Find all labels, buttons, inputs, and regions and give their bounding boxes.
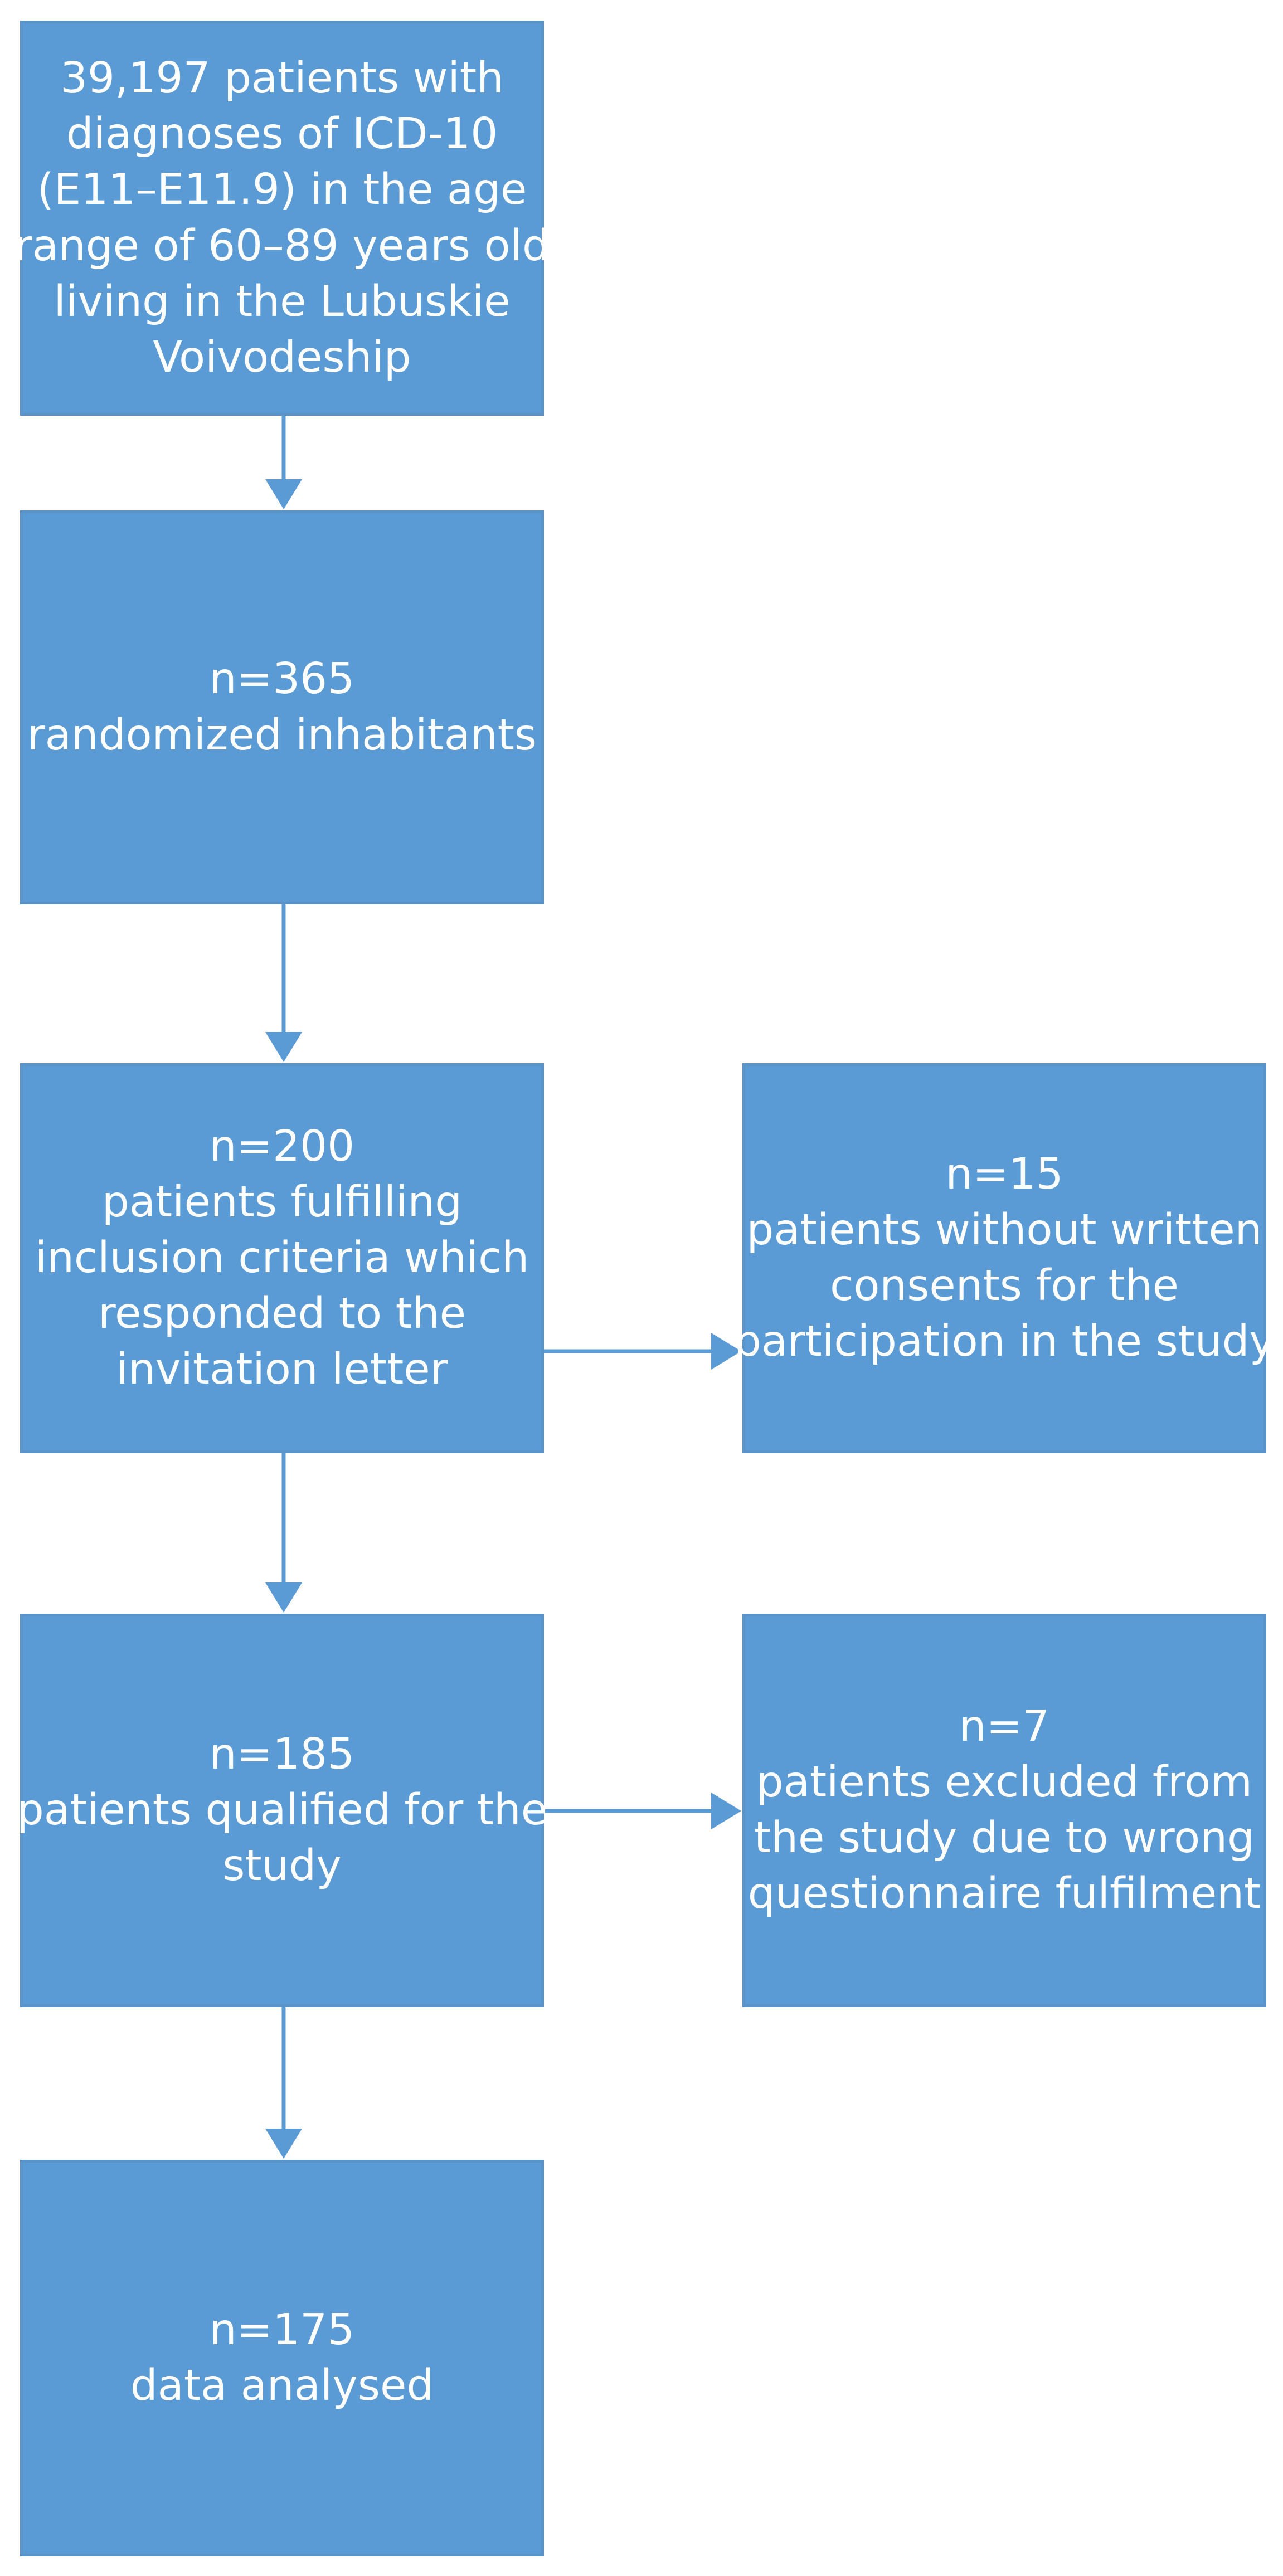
- responded-line-1: n=200: [209, 1121, 355, 1171]
- population-line-4: range of 60–89 years old: [14, 221, 550, 271]
- randomized-text: n=365 randomized inhabitants: [27, 651, 537, 763]
- box-no-consent: n=15 patients without written consents f…: [734, 1063, 1275, 1453]
- excluded-line-4: questionnaire fulfilment: [747, 1869, 1261, 1919]
- randomized-line-2: randomized inhabitants: [27, 710, 537, 760]
- qualified-line-3: study: [222, 1841, 342, 1891]
- qualified-text: n=185 patients qualified for the study: [17, 1727, 547, 1894]
- box-analysed: n=175 data analysed: [20, 2160, 544, 2556]
- qualified-line-2: patients qualified for the: [16, 1785, 548, 1835]
- responded-line-5: invitation letter: [116, 1345, 448, 1395]
- population-line-5: living in the Lubuskie: [54, 276, 511, 327]
- box-excluded: n=7 patients excluded from the study due…: [742, 1614, 1266, 2007]
- box-population: 39,197 patients with diagnoses of ICD-10…: [14, 21, 550, 416]
- excluded-text: n=7 patients excluded from the study due…: [748, 1699, 1261, 1922]
- arrowhead-qualified-to-analysed: [265, 2129, 302, 2159]
- box-responded: n=200 patients fulfilling inclusion crit…: [20, 1063, 544, 1453]
- box-randomized: n=365 randomized inhabitants: [20, 510, 544, 904]
- no-consent-line-4: participation in the study: [733, 1317, 1275, 1367]
- population-line-2: diagnoses of ICD-10: [66, 109, 498, 159]
- population-line-1: 39,197 patients with: [60, 53, 504, 104]
- population-line-3: (E11–E11.9) in the age: [37, 165, 527, 215]
- excluded-line-2: patients excluded from: [756, 1757, 1253, 1807]
- analysed-line-2: data analysed: [130, 2361, 434, 2411]
- arrowhead-responded-to-qualified: [265, 1582, 302, 1613]
- responded-line-2: patients fulfilling: [101, 1177, 463, 1227]
- responded-line-3: inclusion criteria which: [35, 1233, 529, 1283]
- analysed-text: n=175 data analysed: [130, 2302, 434, 2414]
- responded-line-4: responded to the: [98, 1289, 466, 1339]
- no-consent-line-3: consents for the: [829, 1261, 1179, 1311]
- no-consent-line-2: patients without written: [746, 1205, 1262, 1255]
- analysed-line-1: n=175: [209, 2305, 355, 2355]
- population-text: 39,197 patients with diagnoses of ICD-10…: [14, 51, 550, 386]
- box-qualified: n=185 patients qualified for the study: [17, 1614, 547, 2007]
- no-consent-line-1: n=15: [945, 1149, 1063, 1199]
- population-line-6: Voivodeship: [153, 332, 411, 382]
- excluded-line-3: the study due to wrong: [754, 1813, 1255, 1863]
- arrowhead-randomized-to-responded: [265, 1032, 302, 1062]
- arrowhead-qualified-to-excluded: [711, 1793, 741, 1829]
- no-consent-text: n=15 patients without written consents f…: [734, 1147, 1275, 1370]
- arrowhead-population-to-randomized: [265, 479, 302, 509]
- randomized-line-1: n=365: [209, 654, 355, 704]
- responded-text: n=200 patients fulfilling inclusion crit…: [35, 1119, 529, 1397]
- excluded-line-1: n=7: [959, 1701, 1050, 1751]
- qualified-line-1: n=185: [209, 1729, 355, 1779]
